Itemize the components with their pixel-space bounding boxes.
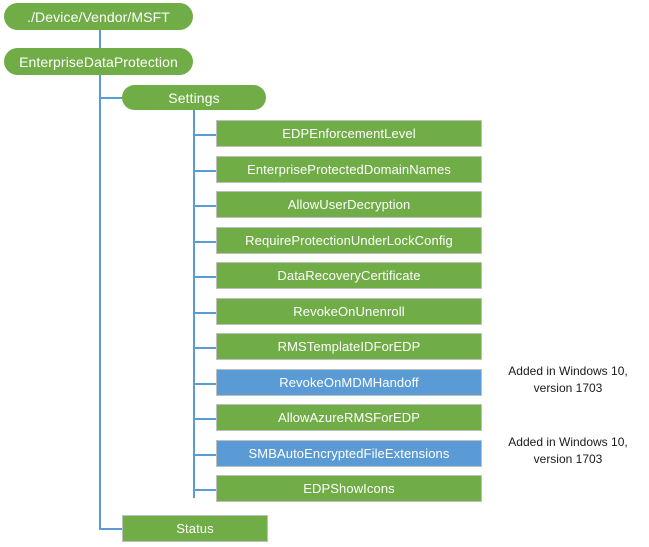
node-setting-smbautoencryptedfileextensions[interactable]: SMBAutoEncryptedFileExtensions xyxy=(216,440,482,467)
connector-settings-to-child xyxy=(194,418,216,420)
node-setting-allowazurermsforedp[interactable]: AllowAzureRMSForEDP xyxy=(216,404,482,431)
connector-settings-to-child xyxy=(194,312,216,314)
connector-settings-to-child xyxy=(194,347,216,349)
node-setting-revokeonmdmhandoff[interactable]: RevokeOnMDMHandoff xyxy=(216,369,482,396)
annotation-added-in-windows-version: Added in Windows 10, version 1703 xyxy=(508,435,628,466)
node-setting-edpshowicons[interactable]: EDPShowIcons xyxy=(216,475,482,502)
connector-settings-to-child xyxy=(194,383,216,385)
node-setting-rmstemplateidforedp[interactable]: RMSTemplateIDForEDP xyxy=(216,333,482,360)
connector-settings-to-child xyxy=(194,241,216,243)
connector-settings-to-child xyxy=(194,276,216,278)
connector-settings-to-child xyxy=(194,454,216,456)
connector-settings-spine xyxy=(193,110,195,498)
annotation-added-in-windows-version: Added in Windows 10, version 1703 xyxy=(508,364,628,395)
node-device-vendor-msft[interactable]: ./Device/Vendor/MSFT xyxy=(4,3,193,30)
node-settings[interactable]: Settings xyxy=(122,85,266,110)
connector-settings-to-child xyxy=(194,489,216,491)
node-status[interactable]: Status xyxy=(122,515,268,542)
node-setting-edpenforcementlevel[interactable]: EDPEnforcementLevel xyxy=(216,120,482,147)
connector-edp-spine xyxy=(99,75,101,530)
connector-root-to-edp xyxy=(99,30,101,49)
connector-settings-to-child xyxy=(194,205,216,207)
node-enterprisedataprotection[interactable]: EnterpriseDataProtection xyxy=(4,48,193,75)
connector-spine-to-settings xyxy=(99,97,123,99)
node-setting-allowuserdecryption[interactable]: AllowUserDecryption xyxy=(216,191,482,218)
node-setting-enterpriseprotecteddomainnames[interactable]: EnterpriseProtectedDomainNames xyxy=(216,156,482,183)
connector-settings-to-child xyxy=(194,134,216,136)
connector-settings-to-child xyxy=(194,170,216,172)
node-setting-requireprotectionunderlockconfig[interactable]: RequireProtectionUnderLockConfig xyxy=(216,227,482,254)
connector-spine-to-status xyxy=(99,528,123,530)
node-setting-datarecoverycertificate[interactable]: DataRecoveryCertificate xyxy=(216,262,482,289)
node-setting-revokeonunenroll[interactable]: RevokeOnUnenroll xyxy=(216,298,482,325)
